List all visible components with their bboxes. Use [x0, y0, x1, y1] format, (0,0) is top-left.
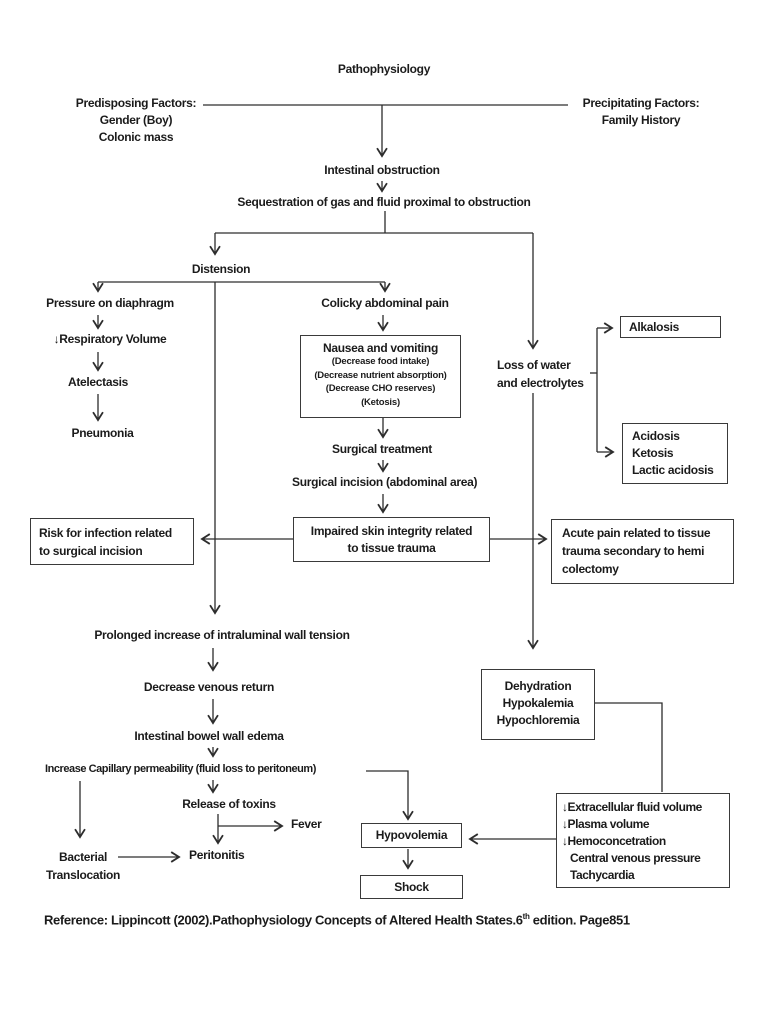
reference-superscript: th	[522, 912, 530, 921]
impaired-line: to tissue trauma	[347, 541, 436, 555]
predisposing-factors-block: Predisposing Factors: Gender (Boy) Colon…	[66, 95, 206, 146]
bacterial-line: Translocation	[45, 868, 121, 882]
acidosis-line: Acidosis	[632, 429, 680, 443]
extracellular-line: ↓Hemoconcetration	[562, 834, 666, 848]
extracellular-line: Central venous pressure	[570, 851, 701, 865]
node-prolonged-tension: Prolonged increase of intraluminal wall …	[94, 628, 350, 642]
reference-citation: Reference: Lippincott (2002).Pathophysio…	[44, 910, 630, 927]
nausea-detail: (Decrease food intake)	[331, 356, 430, 367]
node-capillary-permeability: Increase Capillary permeability (fluid l…	[45, 763, 316, 775]
shock-box: Shock	[360, 875, 463, 899]
node-bowel-wall-edema: Intestinal bowel wall edema	[134, 729, 284, 743]
nausea-vomiting-box: Nausea and vomiting (Decrease food intak…	[300, 335, 461, 418]
dehydration-box: Dehydration Hypokalemia Hypochloremia	[481, 669, 595, 740]
node-respiratory-volume: ↓Respiratory Volume	[53, 332, 167, 346]
node-colicky-abdominal-pain: Colicky abdominal pain	[321, 296, 449, 310]
risk-line: to surgical incision	[39, 544, 143, 558]
extracellular-line: ↓Plasma volume	[562, 817, 650, 831]
node-loss-of-water: Loss of water and electrolytes	[497, 356, 584, 392]
risk-infection-box: Risk for infection related to surgical i…	[30, 518, 194, 565]
nausea-title: Nausea and vomiting	[323, 341, 438, 355]
impaired-skin-integrity-box: Impaired skin integrity related to tissu…	[293, 517, 490, 562]
predisposing-factor-item: Gender (Boy)	[99, 113, 173, 127]
dehydration-line: Dehydration	[504, 679, 572, 693]
extracellular-line: ↓Extracellular fluid volume	[562, 800, 702, 814]
node-sequestration: Sequestration of gas and fluid proximal …	[237, 195, 531, 209]
node-fever: Fever	[291, 817, 322, 831]
risk-line: Risk for infection related	[39, 526, 172, 540]
node-decrease-venous-return: Decrease venous return	[143, 680, 275, 694]
nausea-detail: (Decrease nutrient absorption)	[314, 369, 447, 381]
acidosis-line: Ketosis	[632, 446, 674, 460]
precipitating-factors-block: Precipitating Factors: Family History	[570, 95, 712, 129]
node-intestinal-obstruction: Intestinal obstruction	[324, 163, 440, 177]
extracellular-line: Tachycardia	[570, 868, 635, 882]
precipitating-factors-heading: Precipitating Factors:	[582, 96, 700, 110]
page-title: Pathophysiology	[337, 62, 431, 76]
dehydration-line: Hypochloremia	[496, 713, 580, 727]
acidosis-line: Lactic acidosis	[632, 463, 714, 477]
node-atelectasis: Atelectasis	[67, 375, 129, 389]
node-surgical-treatment: Surgical treatment	[332, 442, 432, 456]
acidosis-box: Acidosis Ketosis Lactic acidosis	[622, 423, 728, 484]
acute-pain-line: trauma secondary to hemi	[562, 544, 705, 558]
loss-of-water-line: and electrolytes	[497, 376, 584, 390]
acute-pain-line: Acute pain related to tissue	[562, 526, 711, 540]
acute-pain-line: colectomy	[562, 562, 619, 576]
nausea-detail: (Ketosis)	[361, 396, 400, 408]
node-peritonitis: Peritonitis	[189, 848, 245, 862]
dehydration-line: Hypokalemia	[502, 696, 574, 710]
nausea-detail: (Decrease CHO reserves)	[325, 383, 436, 394]
acute-pain-box: Acute pain related to tissue trauma seco…	[551, 519, 734, 584]
node-release-of-toxins: Release of toxins	[182, 797, 276, 811]
hypovolemia-box: Hypovolemia	[361, 823, 462, 848]
node-distension: Distension	[191, 262, 251, 276]
node-bacterial-translocation: Bacterial Translocation	[40, 848, 126, 884]
precipitating-factor-item: Family History	[601, 113, 681, 127]
node-pneumonia: Pneumonia	[71, 426, 134, 440]
reference-text: Reference: Lippincott (2002).Pathophysio…	[44, 912, 523, 928]
bacterial-line: Bacterial	[59, 850, 107, 864]
extracellular-fluid-box: ↓Extracellular fluid volume ↓Plasma volu…	[556, 793, 730, 888]
predisposing-factors-heading: Predisposing Factors:	[75, 96, 197, 110]
node-surgical-incision: Surgical incision (abdominal area)	[292, 475, 478, 489]
alkalosis-box: Alkalosis	[620, 316, 721, 338]
predisposing-factor-item: Colonic mass	[98, 130, 174, 144]
loss-of-water-line: Loss of water	[497, 358, 571, 372]
reference-suffix: edition. Page851	[529, 912, 630, 928]
node-pressure-on-diaphragm: Pressure on diaphragm	[46, 296, 174, 310]
impaired-line: Impaired skin integrity related	[310, 524, 473, 538]
